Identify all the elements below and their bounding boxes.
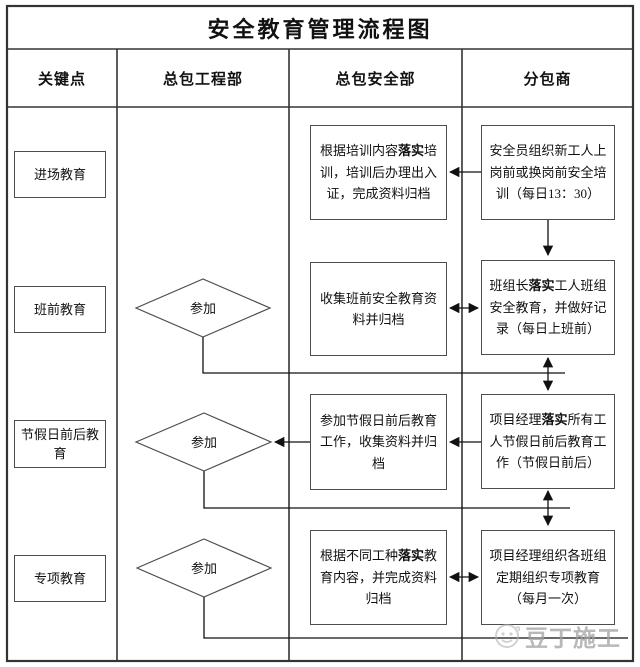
process-text-bold: 落实 [541,412,568,428]
connector-row4-decision-stem [203,597,628,639]
process-text: 教育内容，并完成资料归档 [319,548,438,607]
lane-header-general-safety: 总包安全部 [335,71,416,88]
process-box-safety-row2: 收集班前安全教育资料并归档 [310,262,447,356]
process-box-safety-row4: 根据不同工种落实教育内容，并完成资料归档 [310,530,447,625]
keypoint-box-holiday-education: 节假日前后教育 [14,420,106,468]
docin-logo-icon [495,624,521,648]
keypoint-box-preshift-education: 班前教育 [14,286,106,333]
process-text: 项目经理组织各班组定期组织专项教育（每月一次） [489,548,607,607]
decision-label-row4: 参加 [190,561,217,576]
process-text: 班组长 [489,278,529,294]
process-text: 项目经理 [489,412,542,428]
process-text: 安全员组织新工人上岗前或换岗前安全培训（每日13：30） [489,143,607,202]
process-text: 工人班组安全教育，并做好记录（每日上班前） [489,278,607,337]
process-box-safety-row1: 根据培训内容落实培训，培训后办理出入证，完成资料归档 [310,125,447,220]
process-text-bold: 落实 [528,278,555,294]
process-text: 根据不同工种 [319,548,398,564]
process-text: 参加节假日前后教育工作，收集资料并归档 [319,412,437,471]
lane-header-general-engineering: 总包工程部 [162,71,243,88]
decision-diamond-row3 [134,412,273,472]
connector-row3-decision-stem [203,471,570,509]
watermark: 豆丁施工 [492,616,634,656]
process-text-bold: 落实 [397,143,424,159]
keypoint-box-special-education: 专项教育 [14,555,106,602]
lane-header-subcontractor: 分包商 [523,71,572,88]
lane-header-keypoint: 关键点 [37,71,86,88]
page-title: 安全教育管理流程图 [207,16,433,42]
decision-diamond-row4 [135,538,273,598]
process-box-sub-row2: 班组长落实工人班组安全教育，并做好记录（每日上班前） [481,260,615,355]
connector-row2-decision-stem [202,337,565,374]
process-text: 所有工人节假日前后教育工作（节假日前后） [489,412,607,471]
process-text-bold: 落实 [397,548,424,564]
process-box-sub-row1: 安全员组织新工人上岗前或换岗前安全培训（每日13：30） [481,125,615,220]
decision-diamond-row2 [134,278,272,338]
process-box-sub-row3: 项目经理落实所有工人节假日前后教育工作（节假日前后） [481,394,615,489]
table-grid [5,4,635,663]
decision-label-row2: 参加 [189,301,216,316]
decision-label-row3: 参加 [190,435,217,450]
process-box-safety-row3: 参加节假日前后教育工作，收集资料并归档 [310,394,447,490]
process-text: 收集班前安全教育资料并归档 [319,290,437,327]
process-text: 根据培训内容 [319,143,398,159]
process-text: 培训，培训后办理出入证，完成资料归档 [319,143,438,202]
watermark-text: 豆丁施工 [525,626,621,651]
process-box-sub-row4: 项目经理组织各班组定期组织专项教育（每月一次） [481,530,615,625]
keypoint-box-entry-education: 进场教育 [14,151,106,198]
